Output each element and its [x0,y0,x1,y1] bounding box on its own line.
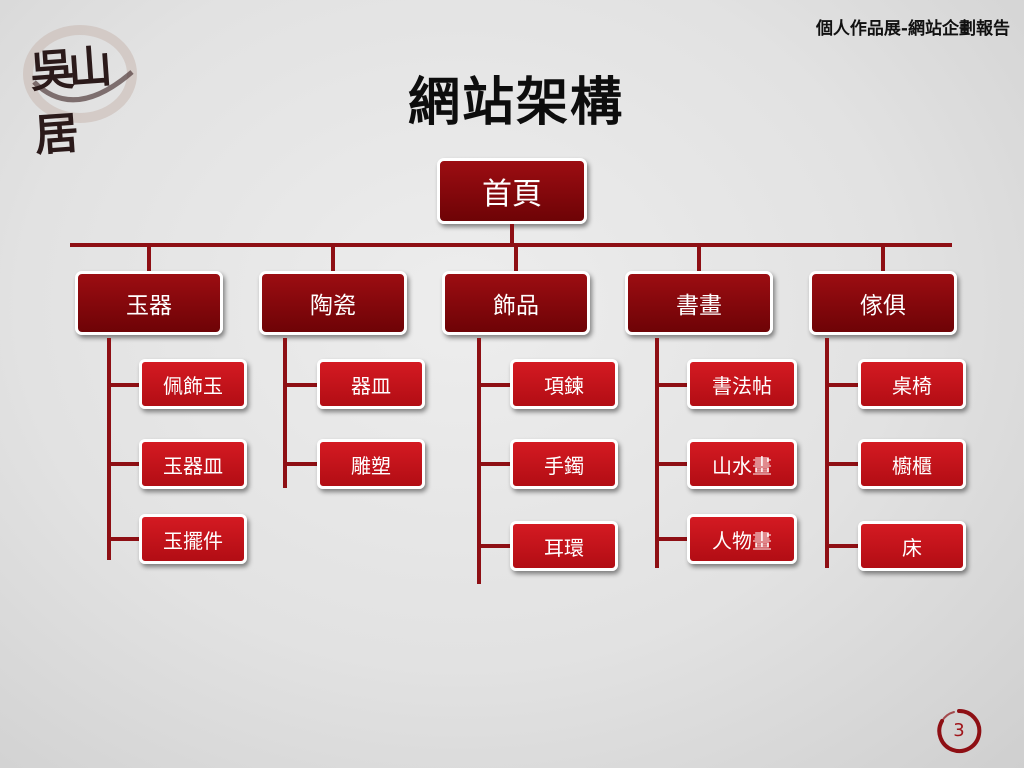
connector [147,243,151,273]
connector [825,338,829,568]
category-label: 傢俱 [860,293,906,319]
leaf-node: 器皿 [317,359,425,409]
leaf-label: 玉器皿 [163,453,223,478]
connector [283,383,319,387]
connector [655,338,659,568]
page-number-badge: 3 [936,708,982,754]
header-title: 個人作品展-網站企劃報告 [815,19,1010,39]
leaf-node: 桌椅 [858,359,966,409]
category-label: 書畫 [676,293,722,319]
page-title: 網站架構 [407,73,624,133]
leaf-node: 人物畫 [687,514,797,564]
leaf-label: 人物畫 [712,528,772,553]
leaf-label: 山水畫 [712,453,772,478]
leaf-label: 器皿 [351,373,391,398]
connector [283,338,287,488]
connector [477,462,513,466]
root-label: 首頁 [482,177,542,212]
leaf-label: 雕塑 [351,453,391,478]
leaf-node: 玉擺件 [139,514,247,564]
category-label: 飾品 [493,293,539,319]
leaf-node: 床 [858,521,966,571]
connector [477,544,513,548]
leaf-node: 手鐲 [510,439,618,489]
leaf-label: 桌椅 [892,373,932,398]
connector [510,224,514,246]
category-label: 陶瓷 [310,293,356,319]
category-node: 傢俱 [809,271,957,335]
leaf-node: 玉器皿 [139,439,247,489]
leaf-node: 耳環 [510,521,618,571]
logo: 吳山居 [14,12,144,162]
connector [881,243,885,273]
leaf-label: 耳環 [544,535,584,560]
connector [825,462,861,466]
connector [477,338,481,584]
connector [331,243,335,273]
leaf-label: 項鍊 [544,373,584,398]
leaf-label: 玉擺件 [163,528,223,553]
connector [283,462,319,466]
page-number: 3 [953,720,965,741]
connector [107,462,141,466]
leaf-node: 佩飾玉 [139,359,247,409]
connector [825,544,861,548]
leaf-label: 書法帖 [712,373,772,398]
category-label: 玉器 [126,293,172,319]
leaf-node: 櫥櫃 [858,439,966,489]
connector [477,383,513,387]
category-node: 飾品 [442,271,590,335]
category-node: 玉器 [75,271,223,335]
connector [107,338,111,560]
leaf-label: 手鐲 [544,453,584,478]
connector [697,243,701,273]
leaf-node: 山水畫 [687,439,797,489]
logo-brush-icon [23,25,137,123]
connector [70,243,952,247]
leaf-node: 雕塑 [317,439,425,489]
connector [107,537,141,541]
connector [655,462,689,466]
connector [655,383,689,387]
brush-circle-icon [937,708,982,753]
category-node: 書畫 [625,271,773,335]
leaf-label: 佩飾玉 [163,373,223,398]
leaf-node: 書法帖 [687,359,797,409]
root-node: 首頁 [437,158,587,224]
connector [107,383,141,387]
connector [655,537,689,541]
leaf-node: 項鍊 [510,359,618,409]
connector [825,383,861,387]
leaf-label: 櫥櫃 [892,453,932,478]
leaf-label: 床 [902,535,922,560]
connector [514,243,518,273]
category-node: 陶瓷 [259,271,407,335]
